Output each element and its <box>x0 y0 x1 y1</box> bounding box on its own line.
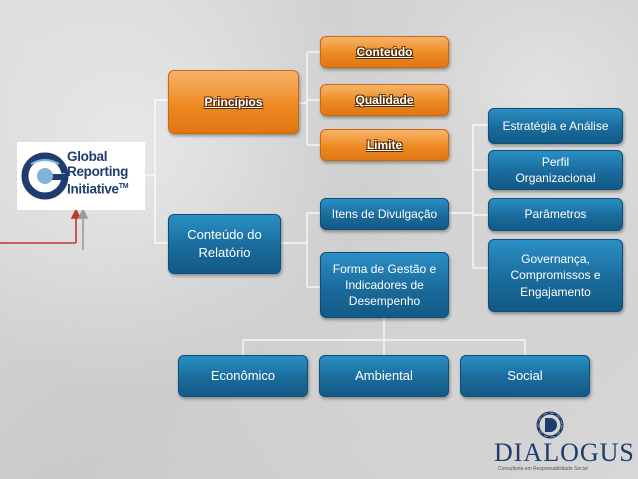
principles-label: Princípios <box>204 94 263 109</box>
organizational-profile-label: Perfil Organizacional <box>515 154 596 185</box>
economic-box[interactable]: Econômico <box>178 355 308 397</box>
principles-box[interactable]: Princípios <box>168 70 299 134</box>
limit-principle-box[interactable]: Limite <box>320 129 449 161</box>
gri-line2: Reporting <box>67 164 129 179</box>
red-arrows <box>0 208 89 250</box>
management-form-box[interactable]: Forma de Gestão e Indicadores de Desempe… <box>320 252 449 318</box>
report-content-label: Conteúdo do Relatório <box>187 227 262 260</box>
organizational-profile-box[interactable]: Perfil Organizacional <box>488 150 623 190</box>
strategy-analysis-box[interactable]: Estratégia e Análise <box>488 108 623 144</box>
gri-logo: Global Reporting InitiativeTM <box>17 142 145 210</box>
governance-box[interactable]: Governança, Compromissos e Engajamento <box>488 239 623 312</box>
globe-icon <box>21 152 69 200</box>
gri-wordmark: Global Reporting InitiativeTM <box>67 149 129 197</box>
environmental-box[interactable]: Ambiental <box>319 355 449 397</box>
economic-label: Econômico <box>210 368 276 384</box>
limit-principle-label: Limite <box>366 137 403 152</box>
quality-principle-label: Qualidade <box>355 92 414 107</box>
gri-line1: Global <box>67 149 108 164</box>
dialogus-mark-icon <box>536 411 564 439</box>
environmental-label: Ambiental <box>355 368 413 384</box>
gri-tm: TM <box>118 183 129 190</box>
disclosure-items-label: Itens de Divulgação <box>331 206 438 221</box>
dialogus-name: DIALOGUS <box>494 438 635 467</box>
social-box[interactable]: Social <box>460 355 590 397</box>
parameters-label: Parâmetros <box>524 207 587 222</box>
disclosure-items-box[interactable]: Itens de Divulgação <box>320 198 449 230</box>
parameters-box[interactable]: Parâmetros <box>488 198 623 231</box>
content-principle-box[interactable]: Conteúdo <box>320 36 449 68</box>
gri-line3: Initiative <box>67 181 119 197</box>
quality-principle-box[interactable]: Qualidade <box>320 84 449 116</box>
strategy-analysis-label: Estratégia e Análise <box>502 118 609 133</box>
report-content-box[interactable]: Conteúdo do Relatório <box>168 214 281 274</box>
dialogus-tagline: Consultoria em Responsabilidade Social <box>498 466 588 472</box>
management-form-label: Forma de Gestão e Indicadores de Desempe… <box>332 261 437 309</box>
governance-label: Governança, Compromissos e Engajamento <box>510 252 601 299</box>
social-label: Social <box>507 368 543 384</box>
content-principle-label: Conteúdo <box>356 44 413 59</box>
